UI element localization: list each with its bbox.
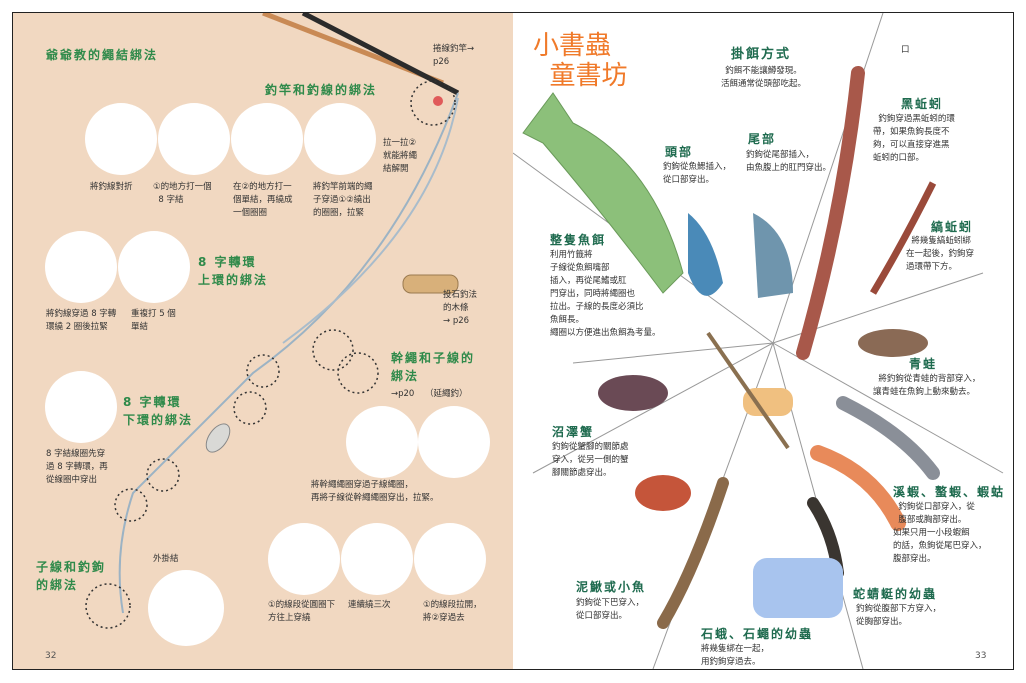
left-page: 爺爺教的繩結綁法 捲線釣竿→ p26 釣竿和釣線的綁法 將釣線對折 ①的地方打一… — [13, 13, 513, 669]
section-heading: 沼澤蟹 — [552, 425, 595, 439]
section-heading: 縞蚯蚓 — [931, 220, 974, 234]
mouth-label: 口 — [901, 45, 910, 55]
swivel-upper-heading: 8 字轉環 上環的綁法 — [198, 255, 269, 287]
knot-image — [148, 570, 224, 646]
knot-step-image — [45, 231, 117, 303]
right-title: 掛餌方式 — [731, 47, 792, 62]
hook-heading: 子線和釣鉤 的綁法 — [36, 560, 107, 592]
step-caption: ①的線段從圓圈下 方往上穿繞 — [268, 600, 336, 623]
section-text: 釣鉤從腹部下方穿入， 從胸部穿出。 — [856, 604, 942, 627]
rod-line-heading: 釣竿和釣線的綁法 — [265, 83, 378, 97]
section-heading: 石蛾、石蠅的幼蟲 — [701, 627, 814, 641]
section-text: 釣鉤從下巴穿入， 從口部穿出。 — [576, 598, 645, 621]
section-heading: 溪蝦、螯蝦、蝦蛄 — [893, 485, 1006, 499]
main-branch-heading: 幹繩和子線的 綁法 — [391, 351, 476, 383]
step-caption: 將釣線對折 — [90, 182, 133, 192]
stone-stick-ref: 投石釣法 的木條 → p26 — [443, 290, 478, 326]
step-caption: 將釣竿前端的繩 子穿過①②繞出 的圈圈，拉緊 — [313, 182, 373, 218]
right-page: 掛餌方式 釣餌不能讓鱒發現。 活餌通常從頭部吃起。 口 黑蚯蚓 釣鉤穿過黑蚯蚓的… — [513, 13, 1013, 669]
section-heading: 黑蚯蚓 — [901, 97, 944, 111]
step-caption: 重複打 5 個 單結 — [131, 309, 176, 332]
section-text: 將幾隻縞蚯蚓綁 在一起後，釣鉤穿 過環帶下方。 — [906, 236, 975, 272]
section-heading: 尾部 — [748, 132, 777, 146]
step-caption: 在②的地方打一 個單結，再繞成 一個圈圈 — [233, 182, 293, 218]
section-heading: 蛇蜻蜓的幼蟲 — [853, 587, 938, 601]
step-caption: ①的線段拉開， 將②穿過去 — [423, 600, 482, 623]
step-caption: 將釣線穿過 8 字轉 環繞 2 圈後拉緊 — [46, 309, 117, 332]
swivel-lower-caption: 8 字結線圈先穿 過 8 字轉環，再 從線圈中穿出 — [46, 449, 108, 485]
section-text: 將釣鉤從青蛙的背部穿入， 讓青蛙在魚鉤上動來動去。 — [873, 374, 981, 397]
section-heading: 整隻魚餌 — [550, 233, 607, 247]
untie-note: 拉一拉② 就能將繩 結解開 — [383, 138, 418, 174]
section-heading: 青蛙 — [909, 357, 938, 371]
right-subtitle: 釣餌不能讓鱒發現。 活餌通常從頭部吃起。 — [721, 66, 807, 89]
section-heading: 頭部 — [665, 145, 694, 159]
knot-step-image — [341, 523, 413, 595]
knot-step-image — [414, 523, 486, 595]
section-text: 釣鉤從口部穿入，從 腹部或胸部穿出。 如果只用一小段蝦餌 的話，魚鉤從尾巴穿入，… — [893, 502, 987, 564]
section-text: 釣鉤穿過黑蚯蚓的環 帶，如果魚鉤長度不 夠，可以直接穿進黑 蚯蚓的口部。 — [873, 114, 955, 163]
section-text: 釣鉤從蟹腳的關節處 穿入，從另一側的蟹 腳關節處穿出。 — [552, 442, 629, 478]
section-text: 釣鉤從尾部插入， 由魚腹上的肛門穿出。 — [746, 150, 832, 173]
page-number: 32 — [45, 651, 57, 661]
knot-step-image — [268, 523, 340, 595]
section-text: 釣鉤從魚鰓插入， 從口部穿出。 — [663, 162, 732, 185]
bait-illustrations — [513, 13, 1004, 669]
knot-step-image — [418, 406, 490, 478]
step-caption: ①的地方打一個 8 字結 — [153, 182, 212, 205]
swivel-lower-heading: 8 字轉環 下環的綁法 — [123, 395, 194, 427]
section-heading: 泥鰍或小魚 — [576, 580, 647, 594]
step-caption: 連續繞三次 — [348, 600, 391, 610]
page-number: 33 — [975, 651, 987, 661]
knot-step-image — [118, 231, 190, 303]
book-spread: 爺爺教的繩結綁法 捲線釣竿→ p26 釣竿和釣線的綁法 將釣線對折 ①的地方打一… — [12, 12, 1014, 670]
main-branch-note: （延繩釣） — [425, 389, 468, 399]
knot-step-image — [158, 103, 230, 175]
knot-step-image — [304, 103, 376, 175]
main-branch-ref: →p20 — [391, 389, 415, 399]
knot-step-image — [346, 406, 418, 478]
left-title: 爺爺教的繩結綁法 — [46, 48, 159, 62]
reel-rod-ref: 捲線釣竿→ p26 — [433, 44, 475, 67]
watermark-logo: 小書蟲 童書坊 — [533, 31, 628, 91]
rod-illustration — [85, 13, 460, 629]
main-branch-caption: 將幹繩繩圈穿過子線繩圈， 再將子線從幹繩繩圈穿出，拉緊。 — [311, 480, 439, 503]
knot-step-image — [231, 103, 303, 175]
knot-label: 外掛結 — [153, 554, 179, 564]
knot-step-image — [45, 371, 117, 443]
knot-step-image — [85, 103, 157, 175]
section-text: 利用竹籤將 子線從魚餌嘴部 插入，再從尾鰭或肛 門穿出，同時將繩圈也 拉出。子線… — [550, 250, 661, 338]
section-text: 將幾隻綁在一起， 用釣鉤穿過去。 — [701, 644, 770, 667]
